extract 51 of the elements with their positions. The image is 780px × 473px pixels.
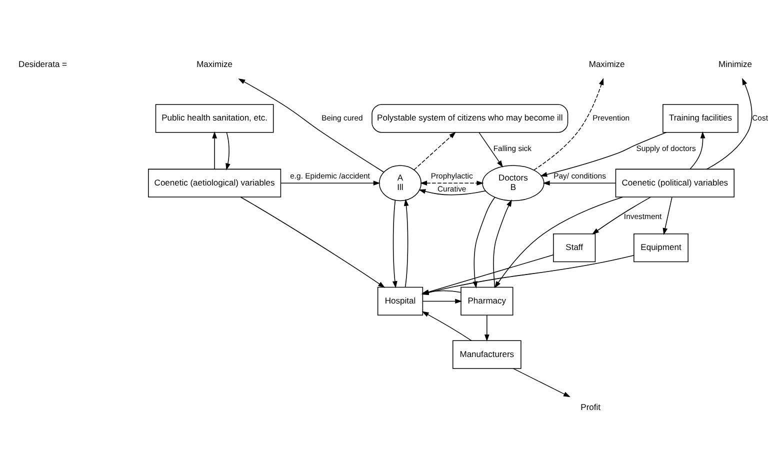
node-box: Coenetic (political) variables [615,168,734,198]
arrow [662,196,672,236]
node-ellipse: Doctors B [482,165,544,202]
node-box: Equipment [634,234,688,262]
arrow [422,311,472,342]
node-ellipse: A Ill [378,165,422,202]
arrow [493,200,512,288]
edge-label: Being cured [322,113,363,122]
edge-label: Falling sick [493,144,532,153]
arrow [392,200,398,288]
edge-label: e.g. Epidemic /accident [290,171,370,180]
edge-label: Supply of doctors [636,144,696,153]
node-box: Pharmacy [460,286,514,316]
arrow [280,180,380,186]
edge-label: Prophylactic [430,171,473,180]
arrow [478,132,504,168]
arrow [404,198,409,288]
edge-label: Cost [752,113,768,122]
arrow [706,78,752,170]
edge-label: Curative [437,184,466,194]
node-text: Profit [580,402,601,412]
node-box: Coenetic (aetiological) variables [148,168,282,198]
arrow [512,368,570,398]
arrow [690,131,706,170]
node-text: Maximize [196,59,233,70]
node-text: Maximize [588,59,625,70]
arrow [484,314,490,342]
arrow [240,196,386,288]
edge-label: Pay/ conditions [554,171,606,180]
arrow [494,196,624,288]
arrow [592,196,652,234]
arrow [534,78,604,170]
node-box: Hospital [377,286,424,316]
arrow [540,132,667,177]
node-text: Minimize [718,59,752,70]
arrow [212,131,217,170]
label: Desiderata = [18,59,68,70]
edge-label: Prevention [592,113,630,122]
node-box: Public health sanitation, etc. [155,104,274,133]
node-box: Polystable system of citizens who may become ill [372,104,568,133]
node-box: Manufacturers [452,340,522,369]
arrow [422,298,462,304]
arrow [226,132,230,170]
arrow [420,180,484,186]
arrow [414,132,456,170]
node-box: Training facilities [662,104,738,133]
arrow [238,78,384,172]
node-box: Staff [553,234,596,262]
arrow [542,180,616,186]
arrow [418,189,486,196]
edge-label: Investment [624,212,662,222]
